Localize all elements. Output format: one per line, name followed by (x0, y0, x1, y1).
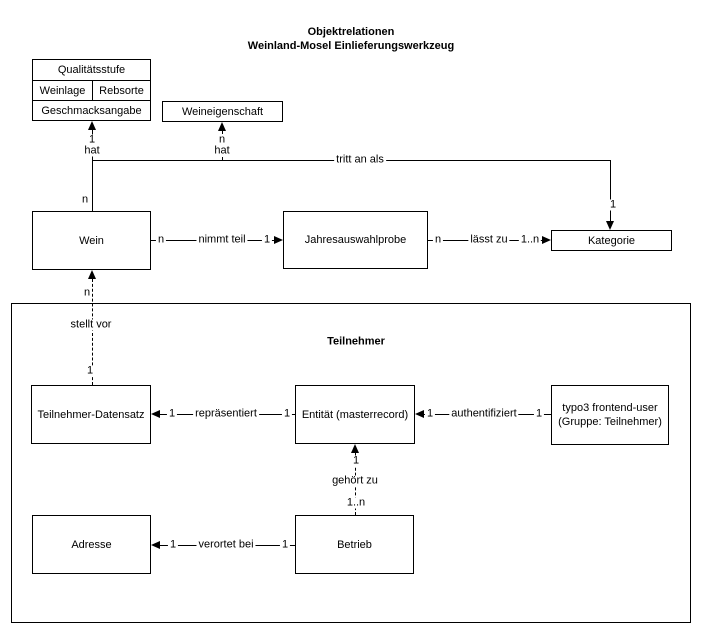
multiplicity: n (83, 286, 91, 299)
multiplicity: n (432, 233, 444, 246)
relation-label-hat: hat (82, 144, 102, 157)
relation-label-nimmt-teil: nimmt teil (196, 233, 248, 246)
cell-rebsorte: Rebsorte (99, 84, 144, 97)
multiplicity: 1 (279, 538, 291, 551)
entity-betrieb-label: Betrieb (337, 538, 372, 551)
multiplicity: 1 (424, 407, 436, 420)
relation-label-gehoert-zu: gehört zu (330, 474, 380, 487)
multiplicity: 1 (86, 133, 98, 146)
entity-kategorie: Kategorie (551, 230, 672, 251)
relation-label-verortet-bei: verortet bei (196, 538, 256, 551)
arrowhead-up-icon (351, 444, 359, 453)
entity-typo3-frontend-user: typo3 frontend-user (Gruppe: Teilnehmer) (551, 385, 669, 445)
entity-weineigenschaft-label: Weineigenschaft (181, 105, 264, 118)
cell-weinlage: Weinlage (33, 81, 93, 100)
entity-adresse: Adresse (32, 515, 151, 574)
entity-weineigenschaft: Weineigenschaft (162, 101, 283, 122)
entity-wein: Wein (32, 211, 151, 270)
arrowhead-down-icon (606, 221, 614, 230)
entity-typo3-frontend-user-line2: (Gruppe: Teilnehmer) (558, 416, 662, 428)
arrowhead-right-icon (542, 236, 551, 244)
relation-label-tritt-an-als: tritt an als (334, 153, 386, 166)
arrowhead-right-icon (274, 236, 283, 244)
multiplicity: n (155, 233, 167, 246)
group-teilnehmer (11, 303, 691, 623)
multiplicity: 1 (607, 198, 619, 211)
entity-entitaet-masterrecord: Entität (masterrecord) (295, 385, 415, 444)
multiplicity: 1 (350, 454, 362, 467)
arrowhead-left-icon (415, 410, 424, 418)
entity-jahresauswahlprobe: Jahresauswahlprobe (283, 211, 428, 269)
multiplicity: 1 (167, 538, 179, 551)
entity-wein-label: Wein (79, 234, 104, 247)
relation-label-stellt-vor: stellt vor (68, 318, 114, 331)
entity-typo3-frontend-user-line1: typo3 frontend-user (562, 402, 658, 414)
diagram-title-line2: Weinland-Mosel Einlieferungswerkzeug (247, 40, 455, 52)
connector-hat-qualitaetsstufe (92, 130, 93, 211)
relation-label-laesst-zu: lässt zu (468, 233, 510, 246)
entity-teilnehmer-datensatz: Teilnehmer-Datensatz (31, 385, 151, 444)
entity-teilnehmer-datensatz-label: Teilnehmer-Datensatz (37, 408, 145, 421)
cell-geschmacksangabe: Geschmacksangabe (41, 104, 142, 117)
relation-label-repraesentiert: repräsentiert (193, 407, 259, 420)
diagram-title-line1: Objektrelationen (307, 26, 395, 38)
entity-jahresauswahlprobe-label: Jahresauswahlprobe (304, 234, 407, 246)
multiplicity: 1 (84, 364, 96, 377)
arrowhead-up-icon (88, 270, 96, 279)
relation-label-authentifiziert: authentifiziert (449, 407, 519, 420)
arrowhead-up-icon (218, 122, 226, 131)
arrowhead-left-icon (151, 541, 160, 549)
entity-adresse-label: Adresse (71, 538, 112, 551)
arrowhead-left-icon (151, 410, 160, 418)
multiplicity: 1 (261, 233, 273, 246)
multiplicity: n (216, 133, 228, 146)
cell-qualitaetsstufe: Qualitätsstufe (33, 60, 150, 81)
entity-entitaet-masterrecord-label: Entität (masterrecord) (301, 408, 409, 421)
connector-stellt-vor (92, 279, 93, 385)
multiplicity: 1 (281, 407, 293, 420)
entity-qualitaetsstufe-table: Qualitätsstufe Weinlage Rebsorte Geschma… (32, 59, 151, 121)
entity-kategorie-label: Kategorie (587, 234, 636, 247)
multiplicity: 1..n (518, 233, 542, 246)
entity-betrieb: Betrieb (295, 515, 414, 574)
connector-tritt-an-als-drop (610, 160, 611, 221)
relation-label-hat: hat (212, 144, 232, 157)
group-teilnehmer-label: Teilnehmer (325, 335, 387, 348)
multiplicity: n (81, 193, 89, 206)
diagram-title: Objektrelationen Weinland-Mosel Einliefe… (0, 25, 702, 53)
multiplicity: 1..n (344, 496, 368, 509)
arrowhead-up-icon (88, 121, 96, 130)
multiplicity: 1 (533, 407, 545, 420)
multiplicity: 1 (166, 407, 178, 420)
